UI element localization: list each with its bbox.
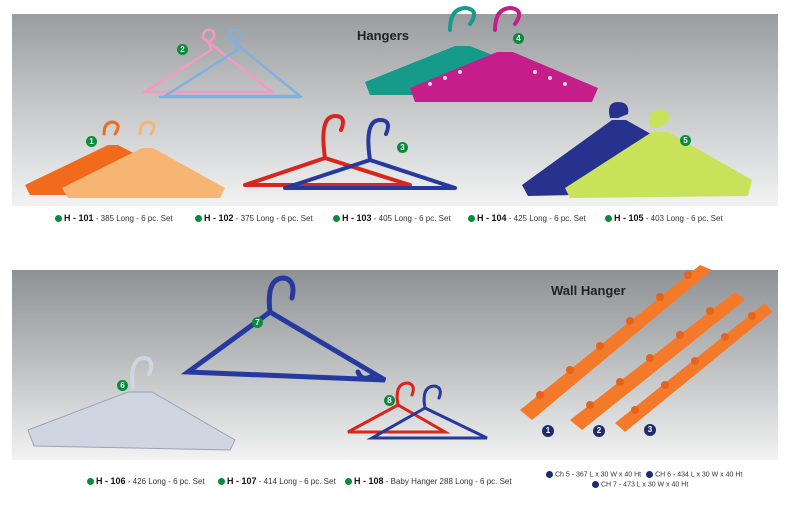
badge-h104: 4: [513, 33, 524, 44]
caption-h105: H - 105 - 403 Long - 6 pc. Set: [605, 213, 723, 223]
caption-dot-icon: [468, 215, 475, 223]
badge-h108: 8: [384, 395, 395, 406]
hanger-h103: [243, 113, 457, 190]
badge-h106: 6: [117, 380, 128, 391]
caption-wall-3: CH 7 - 473 L x 30 W x 40 Ht: [592, 481, 688, 488]
hanger-h101: [25, 120, 225, 198]
caption-h102: H - 102 - 375 Long - 6 pc. Set: [195, 213, 313, 223]
badge-h103: 3: [397, 142, 408, 153]
hanger-h108: [347, 381, 488, 440]
hanger-h107: [180, 275, 387, 383]
caption-dot-icon: [333, 215, 340, 223]
badge-h102: 2: [177, 44, 188, 55]
caption-dot-icon: [218, 478, 225, 486]
badge-wall-2: 2: [593, 425, 605, 437]
hanger-h102: [140, 28, 304, 99]
caption-dot-icon: [87, 478, 94, 486]
caption-dot-icon: [345, 478, 352, 486]
hangers-title: Hangers: [357, 28, 410, 43]
caption-dot-icon: [646, 471, 654, 478]
caption-dot-icon: [546, 471, 553, 478]
badge-wall-3: 3: [644, 424, 656, 436]
caption-h101: H - 101 - 385 Long - 6 pc. Set: [55, 213, 173, 223]
caption-h104: H - 104 - 425 Long - 6 pc. Set: [468, 213, 586, 223]
wall-hanger-title: Wall Hanger: [551, 283, 626, 298]
caption-dot-icon: [195, 215, 202, 223]
caption-h108: H - 108 - Baby Hanger 288 Long - 6 pc. S…: [345, 476, 512, 486]
caption-h103: H - 103 - 405 Long - 6 pc. Set: [333, 213, 451, 223]
hanger-h105: [522, 102, 752, 198]
hanger-h106: [27, 355, 236, 451]
badge-h107: 7: [252, 317, 263, 328]
wall-hanger-rails: [520, 265, 772, 432]
hanger-h104: [365, 5, 598, 102]
caption-h106: H - 106 - 426 Long - 6 pc. Set: [87, 476, 205, 486]
caption-wall-1-2: Ch 5 - 367 L x 30 W x 40 Ht CH 6 - 434 L…: [546, 471, 742, 478]
badge-h101: 1: [86, 136, 97, 147]
caption-dot-icon: [592, 481, 599, 488]
caption-h107: H - 107 - 414 Long - 6 pc. Set: [218, 476, 336, 486]
caption-dot-icon: [55, 215, 62, 223]
badge-wall-1: 1: [542, 425, 554, 437]
badge-h105: 5: [680, 135, 691, 146]
caption-dot-icon: [605, 215, 612, 223]
